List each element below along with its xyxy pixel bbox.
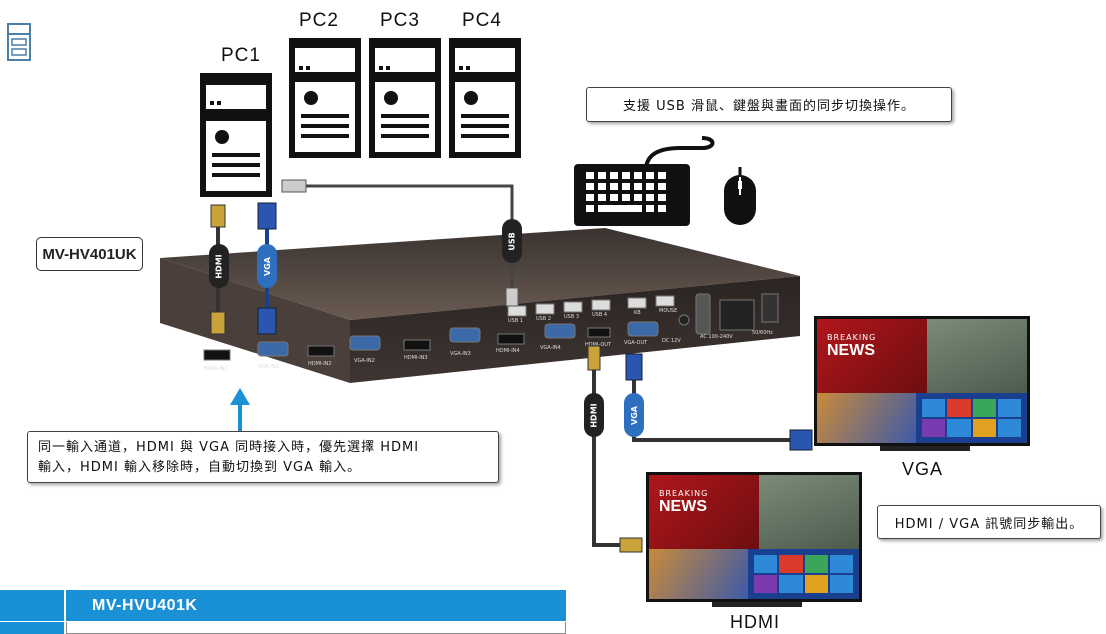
priority-line2: 輸入，HDMI 輸入移除時，自動切換到 VGA 輸入。: [38, 460, 362, 475]
kvm-switch-device: [160, 228, 800, 383]
pc1-tower-icon: [200, 73, 272, 197]
output-sync-callout: HDMI / VGA 訊號同步輸出。: [877, 505, 1101, 539]
hdmi-cable-tag-out: HDMI: [584, 393, 604, 437]
vga-screen-line1: BREAKING: [827, 333, 877, 342]
vga-out-tag-text: VGA: [629, 405, 639, 425]
pc3-tower-icon: [369, 38, 441, 158]
logo-icon: [7, 23, 31, 61]
hdmi-screen-line2: NEWS: [659, 498, 707, 515]
pc2-tower-icon: [289, 38, 361, 158]
vga-screen-line2: NEWS: [827, 342, 875, 359]
hdmi-monitor-label: HDMI: [730, 612, 780, 632]
pc1-label: PC1: [221, 45, 261, 66]
spec-table-row-value-cell: [66, 622, 566, 634]
hdmi-out-tag-text: HDMI: [589, 402, 599, 428]
mouse-icon: [724, 167, 756, 225]
usb-sync-callout: 支援 USB 滑鼠、鍵盤與畫面的同步切換操作。: [586, 87, 952, 122]
hdmi-monitor-stand: [712, 602, 802, 607]
usb-sync-text: 支援 USB 滑鼠、鍵盤與畫面的同步切換操作。: [623, 99, 915, 114]
vga-monitor-stand: [880, 446, 970, 451]
hdmi-screen-line1: BREAKING: [659, 489, 709, 498]
spec-table-header: MV-HVU401K: [0, 590, 566, 621]
pc3-label: PC3: [380, 10, 420, 31]
spec-table-row: [0, 622, 566, 634]
model-tag: MV-HV401UK: [36, 237, 143, 271]
usb-cable-tag: USB: [502, 219, 522, 263]
input-priority-callout: 同一輸入通道，HDMI 與 VGA 同時接入時，優先選擇 HDMI 輸入，HDM…: [27, 431, 499, 483]
keyboard-icon: [574, 136, 715, 226]
pc4-label: PC4: [462, 10, 502, 31]
vga-cable-tag-out: VGA: [624, 393, 644, 437]
hdmi-monitor: BREAKING NEWS: [646, 472, 862, 602]
spec-table-header-label-cell: [0, 590, 66, 621]
vga-monitor-label: VGA: [902, 459, 944, 479]
usb-tag-text: USB: [507, 231, 517, 251]
output-sync-text: HDMI / VGA 訊號同步輸出。: [894, 516, 1084, 532]
spec-table-row-label-cell: [0, 622, 66, 634]
hdmi-tag-text: HDMI: [214, 253, 224, 279]
vga-cable-tag-in: VGA: [257, 244, 277, 288]
priority-line1: 同一輸入通道，HDMI 與 VGA 同時接入時，優先選擇 HDMI: [38, 440, 420, 455]
hdmi-cable-tag-in: HDMI: [209, 244, 229, 288]
vga-monitor: BREAKING NEWS: [814, 316, 1030, 446]
pc2-label: PC2: [299, 10, 339, 31]
spec-table-title: MV-HVU401K: [66, 590, 566, 621]
pc4-tower-icon: [449, 38, 521, 158]
vga-tag-text: VGA: [262, 256, 272, 276]
